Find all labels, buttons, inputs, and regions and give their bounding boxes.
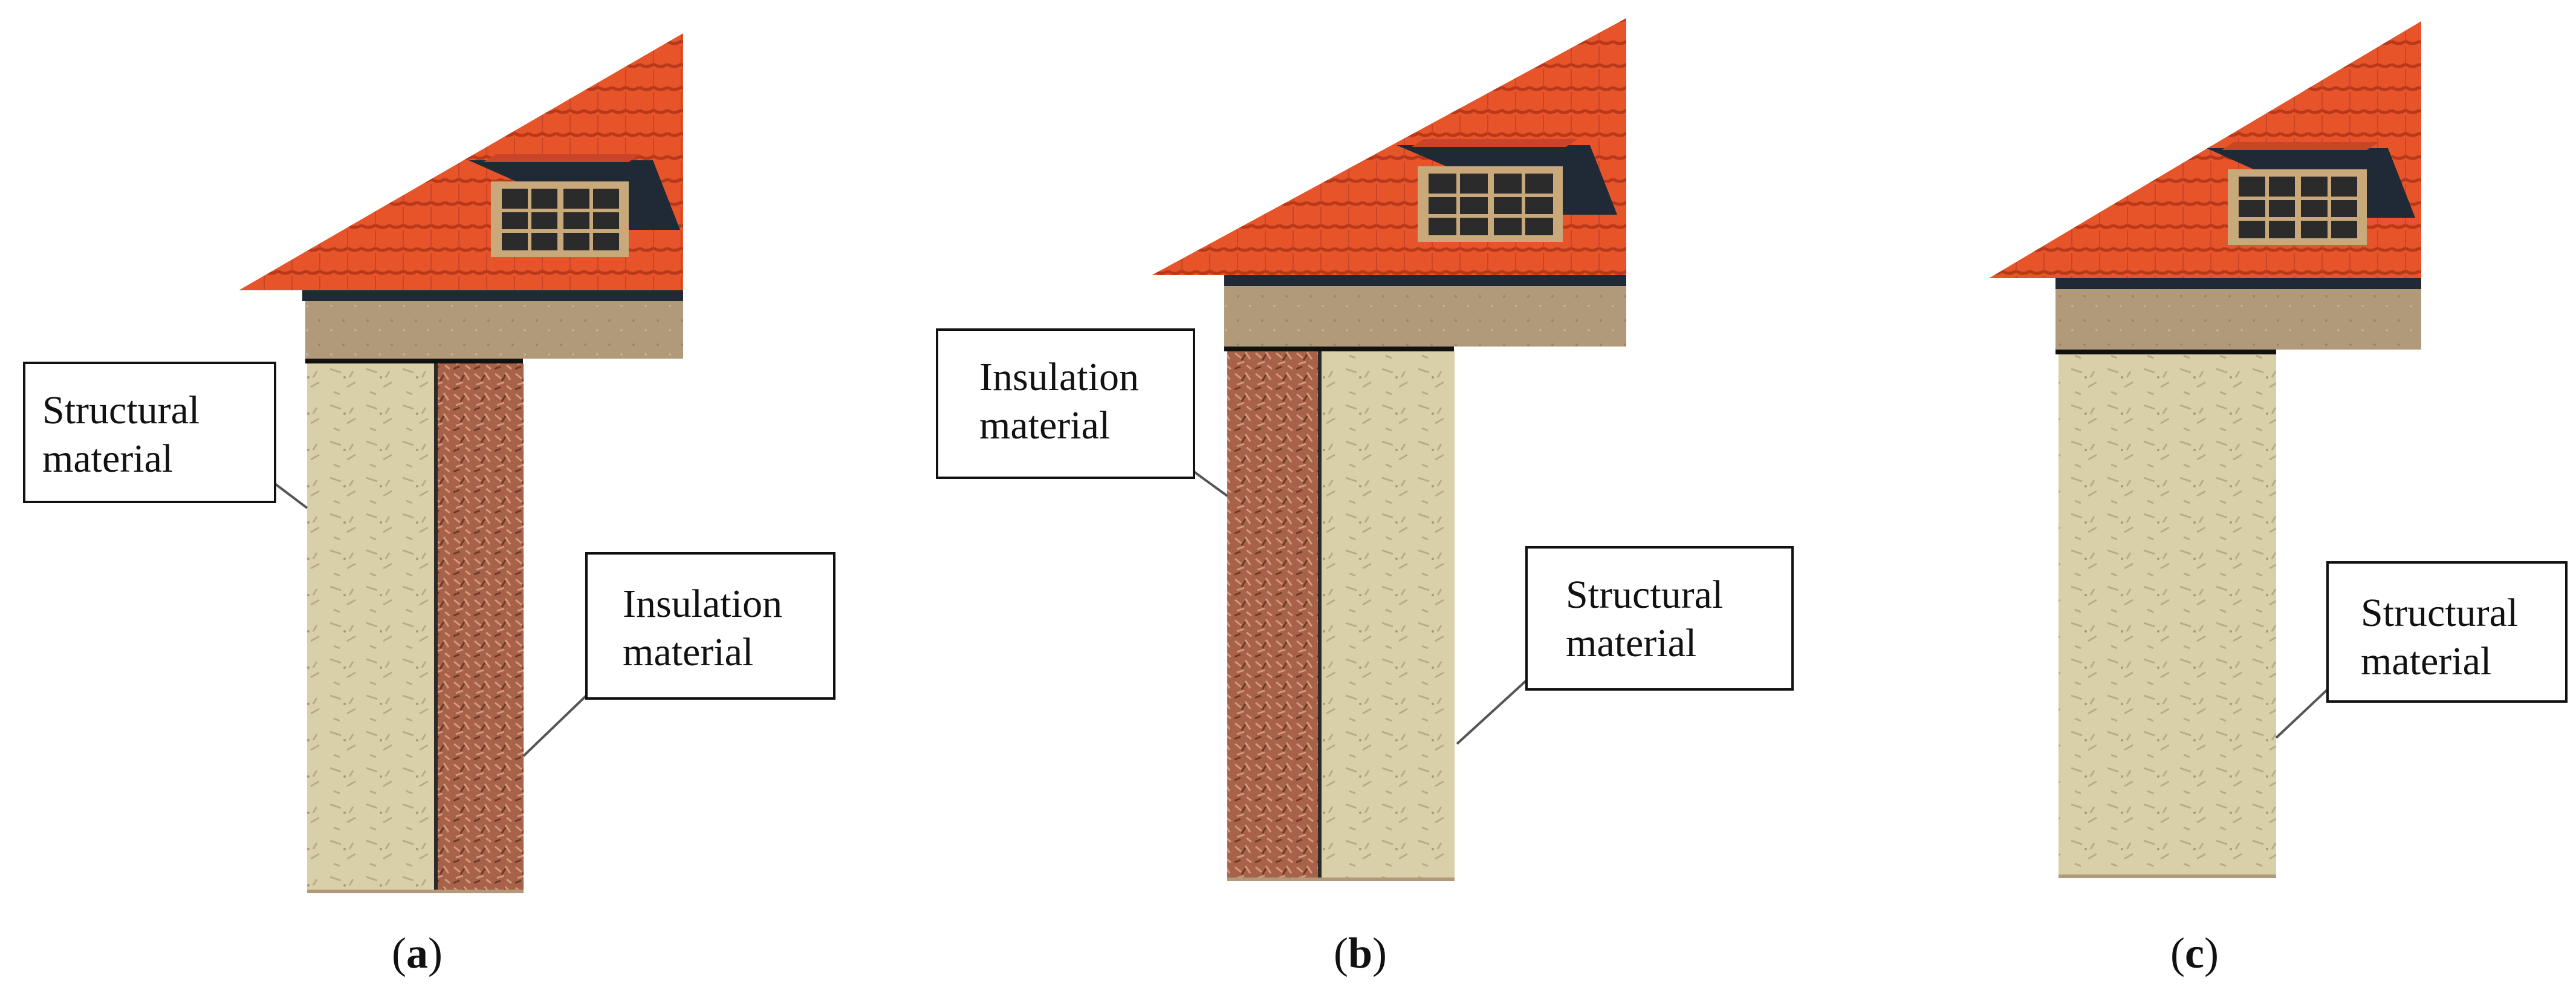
roof-eave-line: [1224, 275, 1626, 286]
upper-wall: [2055, 289, 2421, 350]
panel-caption: (b): [1334, 929, 1387, 977]
callout-line: Structural: [1566, 573, 1723, 617]
callout-leader: [1456, 679, 1528, 745]
panel-caption: (a): [392, 929, 443, 977]
callout-leader: [2275, 688, 2329, 739]
callout-box-insulation: [585, 552, 835, 700]
gap-line: [1318, 351, 1322, 878]
panel-a: Structural material Insulation material …: [23, 33, 835, 977]
wall-section-c: [2059, 354, 2276, 878]
callout-box-structural: [23, 362, 276, 503]
callout-leader: [522, 694, 588, 757]
callout-box-structural: [1525, 546, 1794, 691]
wall-section-a: [307, 363, 524, 893]
panel-caption: (c): [2170, 929, 2219, 977]
window-mullions: [502, 189, 619, 250]
callout-line: material: [42, 437, 173, 481]
window-mullions: [2239, 177, 2357, 238]
base-line: [2059, 874, 2276, 878]
insulation-layer: [1227, 351, 1318, 878]
callout-line: material: [2361, 639, 2491, 683]
callout-line: material: [979, 403, 1110, 448]
dormer-roof: [484, 154, 641, 162]
structural-layer: [2059, 354, 2276, 874]
callout-box-insulation: [936, 328, 1195, 479]
upper-wall: [1224, 286, 1626, 347]
callout-line: material: [623, 630, 753, 674]
callout-leader: [274, 483, 308, 509]
base-line: [1227, 878, 1455, 881]
dormer-roof: [2222, 142, 2379, 150]
callout-line: material: [1566, 621, 1696, 665]
callout-line: Structural: [42, 388, 200, 432]
house-c: [1989, 21, 2421, 354]
insulation-layer: [438, 363, 524, 890]
base-line: [307, 890, 524, 893]
callout-line: Insulation: [623, 582, 782, 626]
roof-eave-line: [2055, 278, 2421, 289]
structural-layer: [307, 363, 434, 890]
callout-box-structural: [2326, 561, 2568, 703]
window-mullions: [1429, 174, 1553, 235]
callout-line: Insulation: [979, 355, 1139, 399]
wall-section-b: [1227, 351, 1455, 881]
dormer-roof: [1412, 139, 1578, 147]
panel-b: Insulation material Structural material …: [936, 18, 1794, 977]
house-a: [239, 33, 683, 363]
wall-cap: [1224, 347, 1454, 351]
panel-c: Structural material (c): [1989, 21, 2568, 977]
upper-wall: [305, 301, 683, 359]
structural-layer: [1322, 351, 1455, 878]
house-b: [1152, 18, 1626, 351]
roof-eave-line: [302, 290, 683, 301]
wall-cap: [305, 359, 523, 363]
callout-leader: [1193, 471, 1228, 497]
wall-cap: [2055, 350, 2276, 354]
callout-line: Structural: [2361, 591, 2518, 635]
gap-line: [434, 363, 438, 890]
